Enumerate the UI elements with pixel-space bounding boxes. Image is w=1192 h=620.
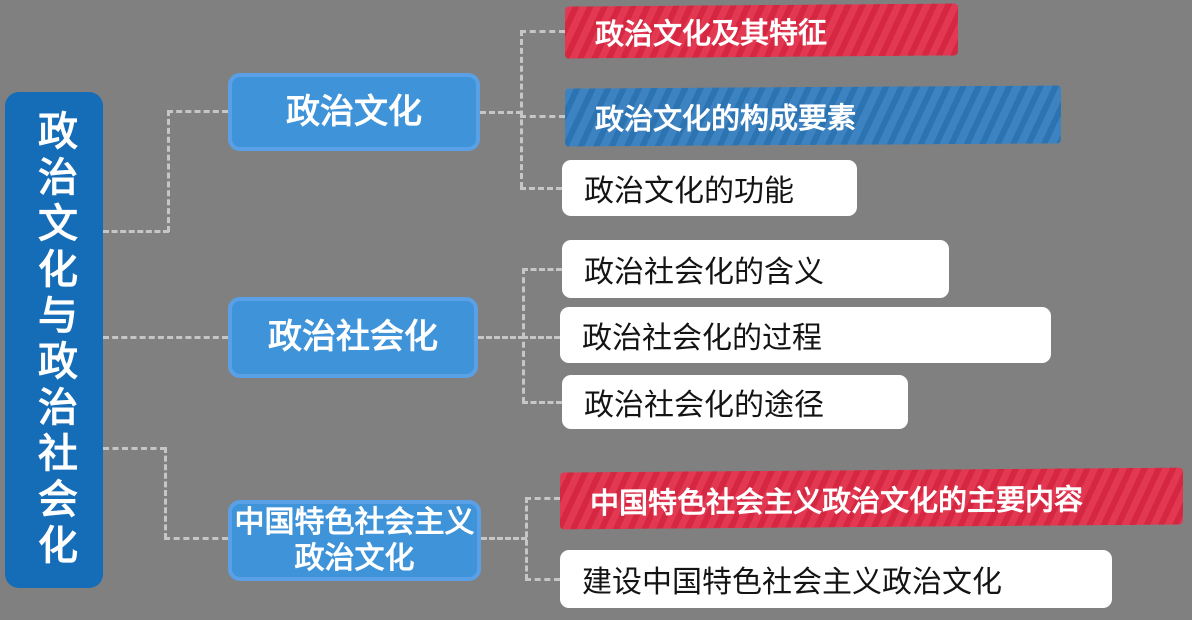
leaf-node-label: 建设中国特色社会主义政治文化: [582, 566, 1002, 599]
connector: [520, 187, 562, 190]
connector: [164, 537, 228, 540]
root-node-political-culture-and-socialization: 政治文化与政治社会化: [5, 92, 103, 588]
root-node-label: 政治文化与政治社会化: [32, 110, 76, 570]
leaf-node-political-socialization-ways: 政治社会化的途径: [562, 375, 908, 429]
connector: [520, 30, 523, 188]
leaf-node-political-culture-components: 政治文化的构成要素: [564, 85, 1062, 147]
connector: [520, 30, 565, 33]
leaf-node-label: 政治文化的构成要素: [594, 102, 857, 137]
leaf-node-label: 政治文化及其特征: [594, 17, 828, 52]
leaf-node-label: 政治文化的功能: [584, 175, 794, 208]
connector: [481, 537, 527, 540]
leaf-node-political-culture-features: 政治文化及其特征: [564, 3, 959, 59]
branch-node-chinese-socialist-political-culture: 中国特色社会主义政治文化: [228, 500, 481, 581]
connector: [167, 110, 228, 113]
connector: [478, 336, 524, 339]
leaf-node-build-chinese-socialist-political-culture: 建设中国特色社会主义政治文化: [560, 550, 1112, 608]
connector: [522, 401, 562, 404]
connector: [103, 336, 228, 339]
branch-node-label: 中国特色社会主义政治文化: [234, 506, 475, 575]
connector: [103, 230, 169, 233]
connector: [525, 578, 560, 581]
leaf-node-political-socialization-process: 政治社会化的过程: [560, 307, 1051, 363]
connector: [525, 497, 560, 500]
leaf-node-label: 政治社会化的含义: [584, 256, 824, 289]
branch-node-label: 政治文化: [286, 92, 422, 131]
connector: [522, 336, 560, 339]
connector: [103, 447, 166, 450]
branch-node-political-culture: 政治文化: [228, 73, 480, 151]
leaf-node-label: 中国特色社会主义政治文化的主要内容: [589, 483, 1084, 520]
connector: [480, 111, 522, 114]
connector: [522, 268, 562, 271]
connector: [167, 110, 170, 232]
leaf-node-political-culture-functions: 政治文化的功能: [562, 160, 857, 216]
connector: [164, 447, 167, 539]
connector: [522, 268, 525, 403]
leaf-node-chinese-socialist-political-culture-main-content: 中国特色社会主义政治文化的主要内容: [559, 467, 1184, 530]
branch-node-label: 政治社会化: [268, 318, 438, 357]
leaf-node-label: 政治社会化的过程: [582, 322, 822, 355]
connector: [525, 497, 528, 580]
leaf-node-political-socialization-meaning: 政治社会化的含义: [562, 240, 949, 298]
leaf-node-label: 政治社会化的途径: [584, 389, 824, 422]
branch-node-political-socialization: 政治社会化: [228, 297, 478, 378]
connector: [520, 115, 565, 118]
